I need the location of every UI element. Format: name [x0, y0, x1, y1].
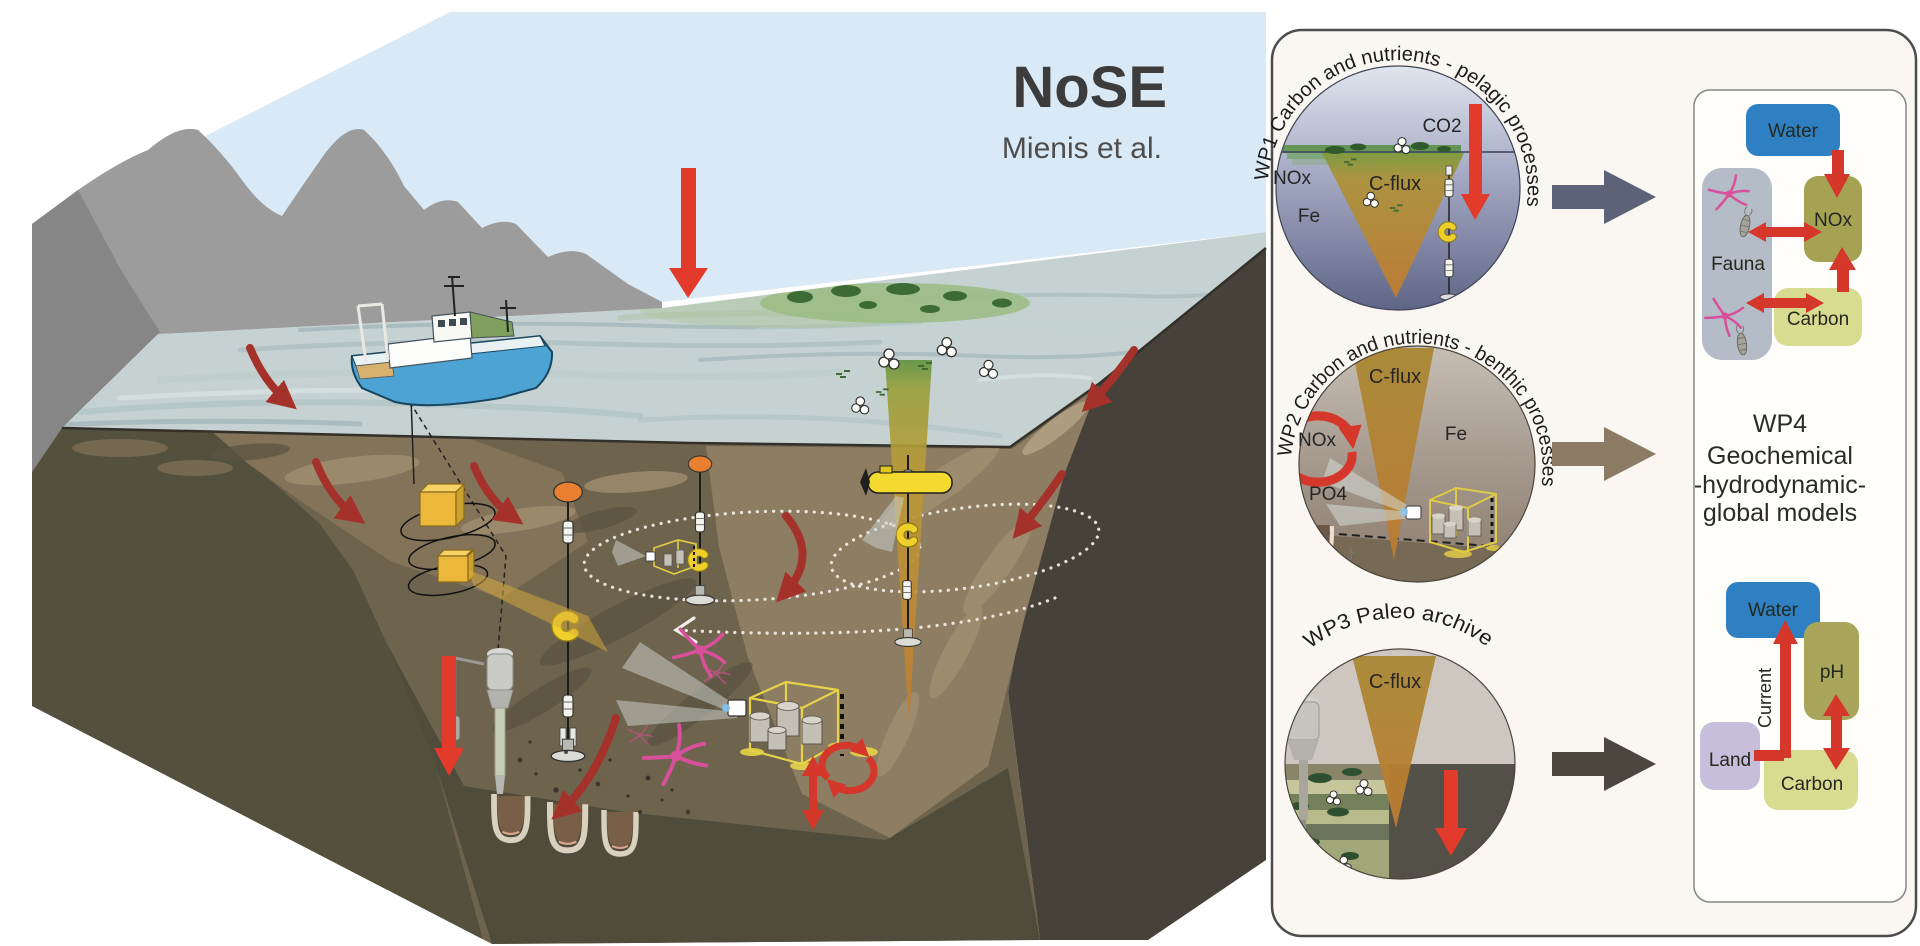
wp2-cflux-label: C-flux [1369, 366, 1421, 388]
current-arrow [1780, 640, 1791, 758]
wp4-heading: WP4 Geochemical -hydrodynamic- global mo… [1694, 410, 1866, 527]
burial-flux-arrow [434, 656, 464, 776]
towed-wire [385, 363, 507, 651]
wp3-burial-arrow [1435, 770, 1467, 856]
wp1-arrow-icon [1552, 170, 1656, 224]
wp2-cflux-cone [1352, 348, 1434, 560]
recycling-arrows-icon [802, 737, 878, 830]
towed-sensor-frames [400, 482, 608, 652]
nox-label: NOx [1814, 210, 1853, 231]
benthic-model-diagram: Water NOx Fauna Carbon [1700, 104, 1862, 360]
page-title: NoSE [1012, 55, 1167, 120]
ph-box [1804, 622, 1859, 720]
towed-box-2 [436, 548, 608, 652]
lander-light-beams [616, 642, 737, 726]
wp2-nox-cycle-arrows [1299, 411, 1362, 487]
current-arrow-icon [246, 344, 1138, 820]
lander-lamp [727, 699, 747, 717]
fauna-carbon-arrow [1762, 298, 1808, 308]
carbon-to-nox-arrow [1837, 268, 1849, 292]
auv-propeller [860, 468, 870, 496]
sediment-block-right-face [1008, 248, 1266, 940]
a-frame [356, 302, 390, 363]
water-to-nox-arrow [1832, 150, 1844, 176]
fauna-nox-arrow [1764, 227, 1806, 237]
wp2-circle: C-flux NOx PO4 Fe WP2 Carbon and nutrien… [1274, 326, 1560, 583]
fjord-scene [32, 12, 1267, 944]
wp3-cflux-label: C-flux [1369, 671, 1421, 693]
water-box-top [1746, 104, 1840, 156]
mountains [32, 128, 662, 472]
water-label-bottom: Water [1748, 600, 1799, 621]
figure-title: NoSE Mienis et al. [1002, 55, 1167, 165]
water-box-bottom [1726, 582, 1820, 638]
mini-lander-icon [612, 539, 697, 575]
towed-box-1 [418, 482, 466, 528]
current-label: Current [1755, 668, 1775, 728]
water-label-top: Water [1768, 121, 1819, 142]
wp1-co2-label: CO2 [1422, 116, 1461, 137]
burrow-icon [491, 793, 639, 857]
fauna-label: Fauna [1711, 254, 1765, 275]
wp2-arrow-icon [1552, 427, 1656, 481]
waterline-edge [61, 247, 1267, 449]
wp1-circle: CO2 NOx Fe C-flux WP1 Carbon and nutrien… [1251, 43, 1545, 311]
auv-icon [860, 465, 953, 552]
sample-cylinders [749, 701, 823, 751]
wp2-po4-label: PO4 [1309, 484, 1347, 505]
nox-box [1804, 176, 1862, 262]
wp3-arrow-icon [1552, 737, 1656, 791]
masts [444, 275, 516, 333]
auv-beams [862, 496, 904, 552]
wp1-nox-label: NOx [1273, 168, 1312, 189]
light-beam [468, 570, 608, 652]
wp4-line3: -hydrodynamic- [1694, 471, 1866, 499]
sky [32, 12, 1266, 472]
ph-label: pH [1820, 662, 1844, 683]
carbon-label-top: Carbon [1787, 309, 1849, 330]
wp4-line1: WP4 [1753, 410, 1807, 438]
wp2-fe-label: Fe [1445, 424, 1467, 445]
fauna-box [1702, 168, 1772, 360]
research-vessel-icon [350, 275, 554, 651]
wp1-cflux-cone [1322, 153, 1464, 298]
wp4-line2: Geochemical [1707, 442, 1853, 470]
wp1-fe-label: Fe [1298, 206, 1320, 227]
land-label: Land [1709, 750, 1751, 771]
wp1-cflux-label: C-flux [1369, 173, 1421, 195]
model-panel: Water NOx Fauna Carbon WP4 Geochemical -… [1693, 89, 1907, 903]
global-model-diagram: Water pH Land Carbon Current [1700, 582, 1859, 810]
workpackage-panel: CO2 NOx Fe C-flux WP1 Carbon and nutrien… [1251, 28, 1918, 938]
wp2-nox-label: NOx [1298, 430, 1337, 451]
land-box [1700, 722, 1760, 790]
wp3-cflux-cone [1352, 656, 1436, 828]
wp2-lander-icon [1400, 486, 1502, 558]
downward-flux-arrow [669, 168, 708, 298]
ph-carbon-arrow [1831, 714, 1842, 750]
mooring-2 [684, 455, 716, 606]
carbon-label-bottom: Carbon [1781, 774, 1843, 795]
wp1-co2-arrow [1461, 104, 1490, 220]
wp4-line4: global models [1703, 499, 1857, 527]
attribution: Mienis et al. [1002, 132, 1162, 165]
